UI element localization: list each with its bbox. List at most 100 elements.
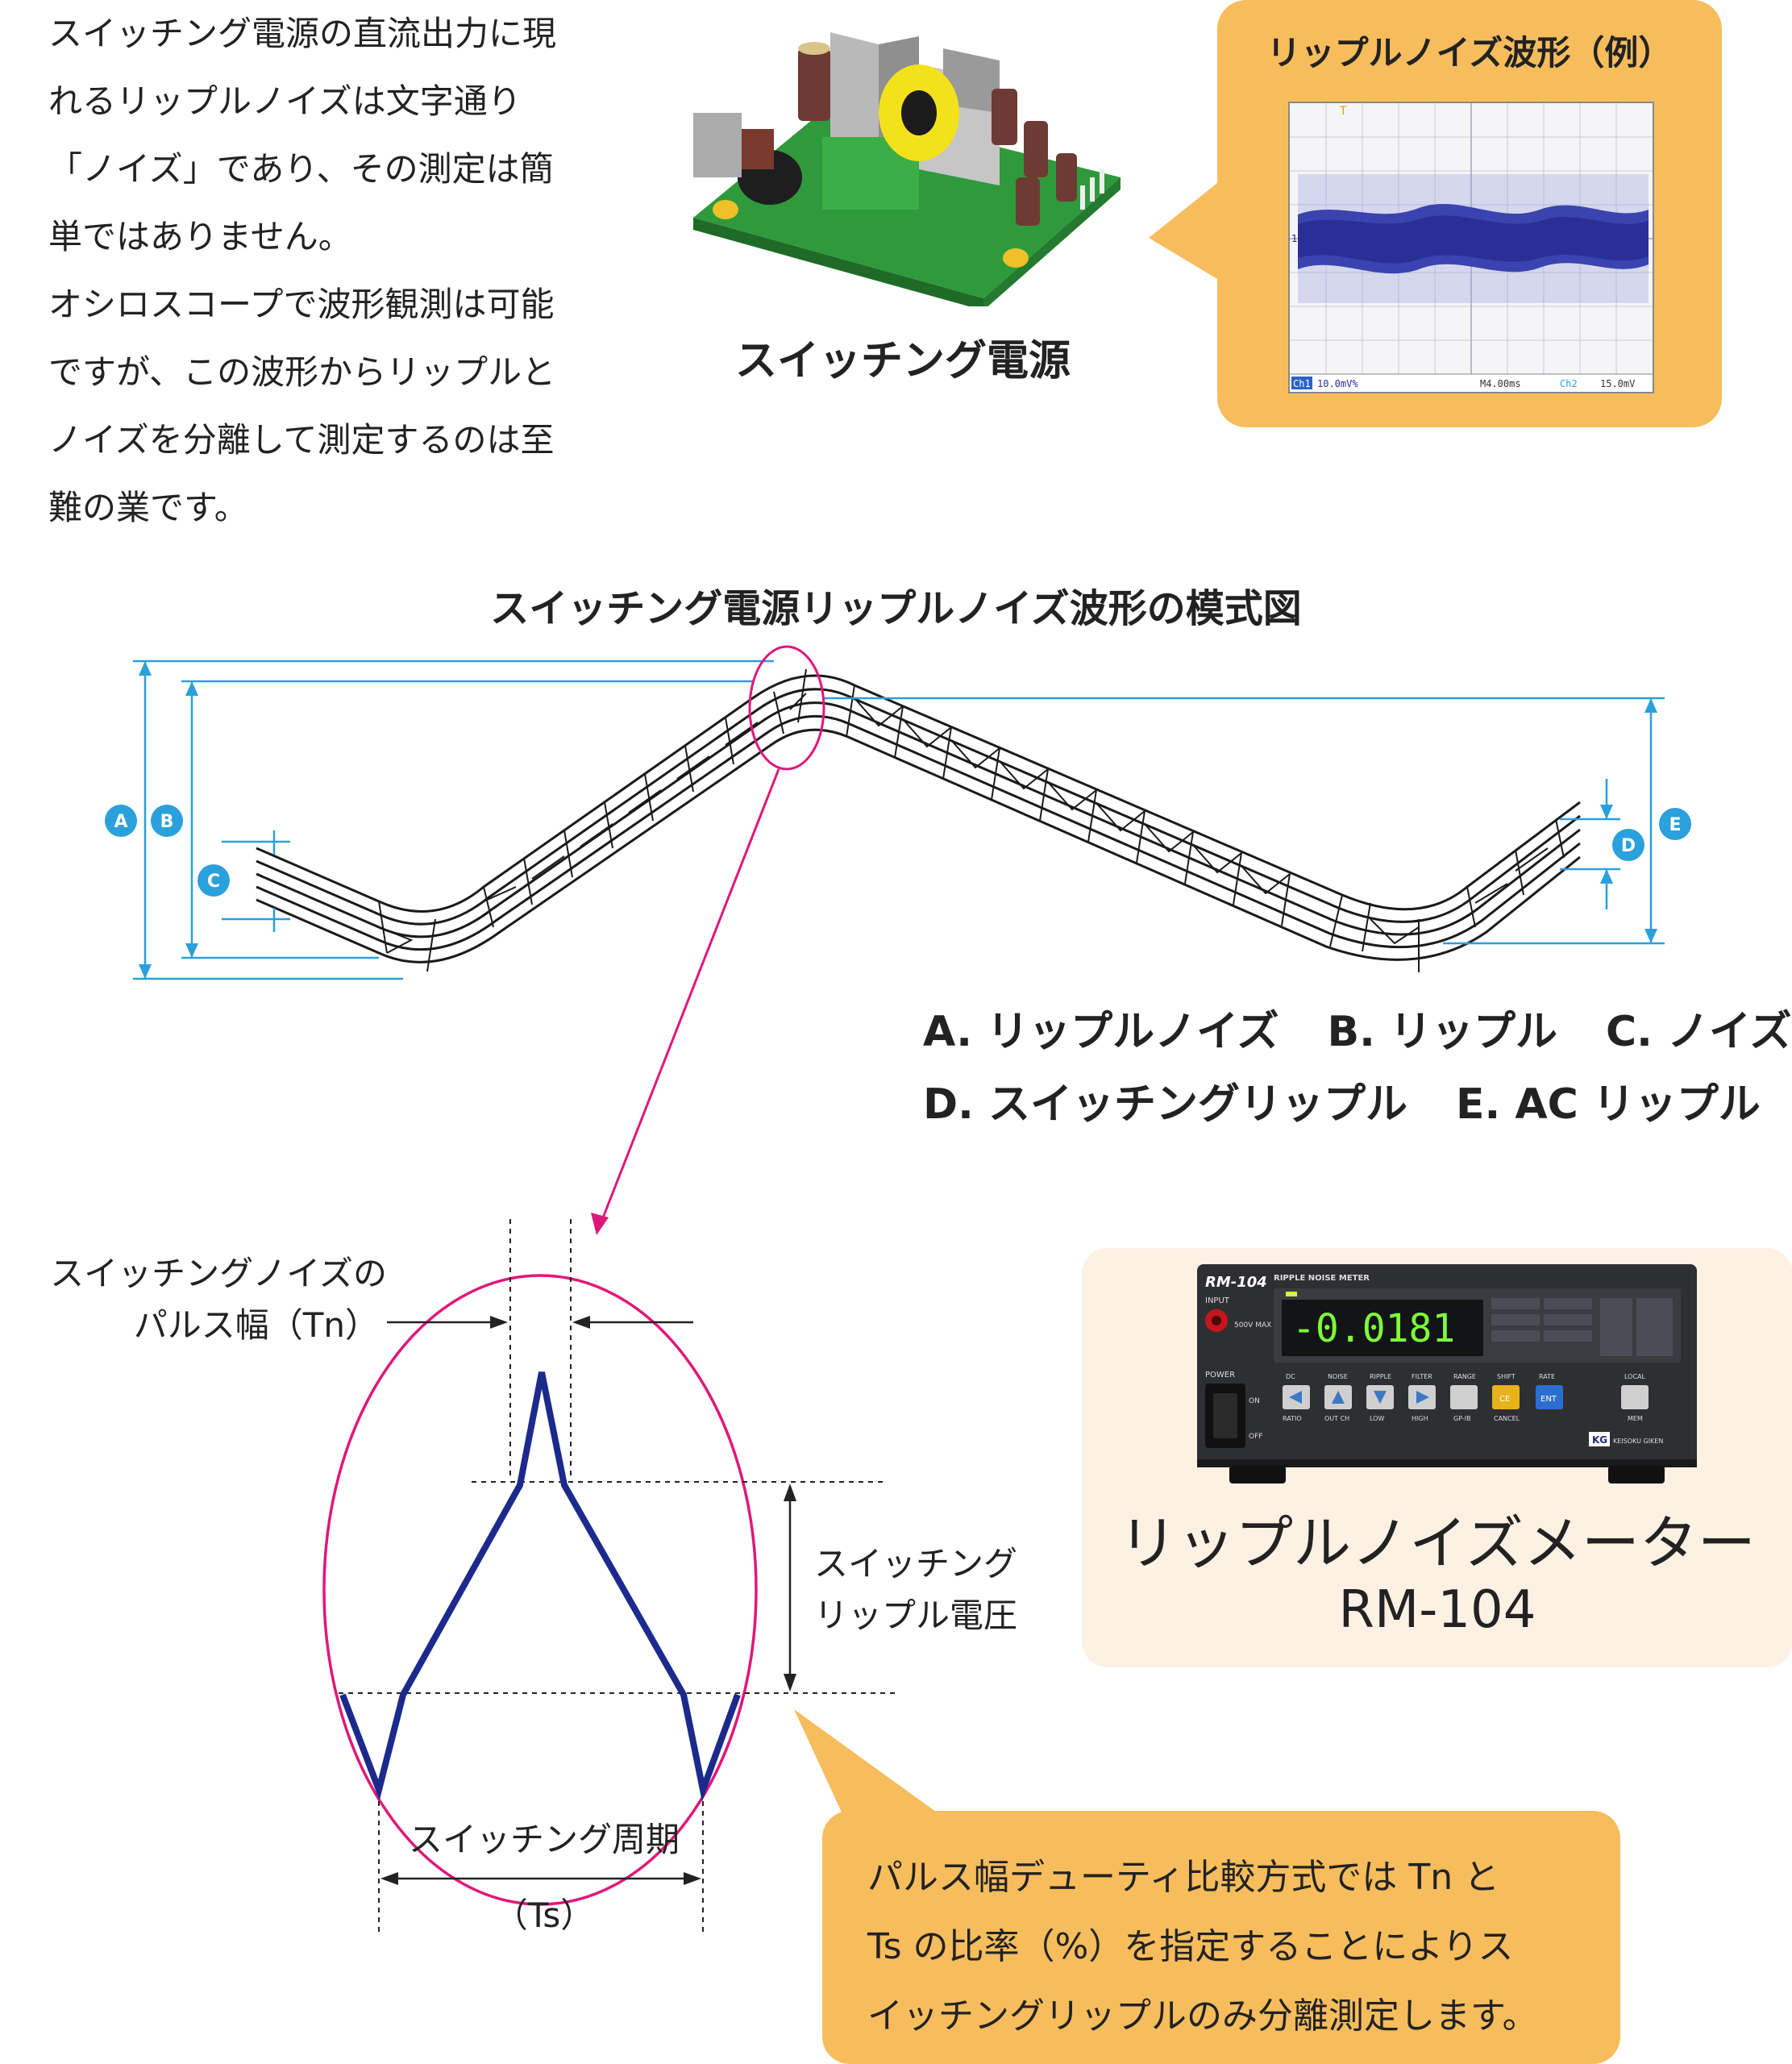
power-on-label: ON — [1249, 1397, 1260, 1405]
svg-text:B: B — [160, 812, 174, 832]
legend-item-d: D. スイッチングリップル — [923, 1080, 1408, 1129]
svg-text:D: D — [1621, 836, 1636, 856]
diagram-title: スイッチング電源リップルノイズ波形の模式図 — [490, 586, 1302, 631]
legend-row: A. リップルノイズ B. リップル C. ノイズ — [923, 996, 1791, 1068]
meter-max-label: 500V MAX — [1234, 1321, 1271, 1330]
left-arrow-icon — [1289, 1391, 1302, 1404]
svg-text:A: A — [114, 812, 127, 832]
key-ce[interactable] — [1492, 1385, 1520, 1409]
meter-model-badge: RM-104 — [1205, 1274, 1267, 1291]
switching-ripple-detail — [322, 768, 895, 1935]
key-local-label: LOCAL — [1624, 1373, 1646, 1380]
key-mem-label: MEM — [1628, 1415, 1643, 1422]
marker-b: B — [151, 805, 183, 837]
pulse-width-label: スイッチングノイズの パルス幅（Tn） — [0, 1248, 387, 1351]
key-range[interactable] — [1450, 1385, 1478, 1409]
pulse-width-label-line1: スイッチングノイズの — [50, 1254, 387, 1293]
down-arrow-icon — [1374, 1391, 1387, 1404]
legend-item-e: E. AC リップル — [1456, 1080, 1761, 1129]
oscilloscope-screen: T 1 Ch1 10.0mV% M4.00ms Ch2 15.0mV — [1288, 102, 1654, 393]
key-ripple-label: RIPPLE — [1370, 1373, 1391, 1380]
callout-pointer — [1149, 173, 1229, 286]
key-dc-label: DC — [1286, 1373, 1295, 1380]
key-filter-label: FILTER — [1412, 1373, 1432, 1380]
key-ent-text: ENT — [1540, 1395, 1557, 1404]
ripple-label-line2: リップル電圧 — [814, 1596, 1018, 1635]
meter-title: RIPPLE NOISE METER — [1274, 1274, 1370, 1283]
key-cancel-label: CANCEL — [1494, 1415, 1520, 1422]
summary-callout-pointer — [794, 1709, 939, 1814]
key-ratio-label: RATIO — [1283, 1415, 1302, 1422]
scope-scale: 10.0mV% — [1317, 378, 1358, 389]
intro-line: ですが、この波形からリップルと — [48, 352, 556, 392]
zoom-highlight-ellipse — [748, 645, 825, 771]
legend-item-b: B. リップル — [1327, 1008, 1558, 1056]
waveform-callout-title: リップルノイズ波形（例） — [1266, 33, 1673, 73]
key-shift-label: SHIFT — [1497, 1373, 1516, 1380]
legend-row: D. スイッチングリップル E. AC リップル — [923, 1068, 1791, 1141]
switching-power-supply-image — [693, 32, 1121, 306]
right-arrow-icon — [1416, 1391, 1429, 1404]
marker-c: C — [197, 864, 230, 897]
meter-model: RM-104 — [1338, 1580, 1536, 1640]
key-outch-label: OUT CH — [1324, 1415, 1349, 1422]
meter-input-label: INPUT — [1205, 1296, 1230, 1305]
key-rate-label: RATE — [1539, 1373, 1555, 1380]
ripple-noise-meter-image: RM-104 RIPPLE NOISE METER INPUT 500V MAX… — [1197, 1264, 1697, 1484]
legend-item-c: C. ノイズ — [1606, 1008, 1792, 1056]
summary-line: イッチングリップルのみ分離測定します。 — [867, 1995, 1538, 2037]
intro-line: 難の業です。 — [48, 488, 248, 527]
switching-period-symbol: （Ts） — [493, 1895, 595, 1935]
psu-caption: スイッチング電源 — [734, 337, 1071, 385]
up-arrow-icon — [1332, 1391, 1345, 1404]
legend-item-a: A. リップルノイズ — [923, 1008, 1279, 1056]
summary-text: パルス幅デューティ比較方式では Tn と Ts の比率（%）を指定することにより… — [867, 1843, 1593, 2051]
intro-line: スイッチング電源の直流出力に現 — [48, 14, 557, 53]
scope-trigger-level: 15.0mV — [1600, 378, 1635, 389]
ripple-label-line1: スイッチング — [814, 1544, 1018, 1583]
marker-e: E — [1659, 808, 1691, 840]
wave-hatch — [378, 668, 1565, 972]
key-local[interactable] — [1621, 1385, 1649, 1409]
svg-text:T: T — [1339, 105, 1347, 118]
scope-ch1-label: Ch1 — [1293, 378, 1311, 389]
marker-d: D — [1612, 829, 1644, 861]
meter-name: リップルノイズメーター — [1119, 1509, 1756, 1577]
intro-text: スイッチング電源の直流出力に現 れるリップルノイズは文字通り 「ノイズ」であり、… — [48, 0, 629, 542]
marker-a: A — [105, 805, 137, 837]
switching-waveform — [339, 1371, 741, 1802]
key-ce-text: CE — [1499, 1395, 1510, 1404]
svg-text:E: E — [1669, 815, 1681, 835]
ripple-noise-schematic: A B C D E — [105, 645, 1691, 980]
intro-line: 単ではありません。 — [48, 217, 352, 256]
key-high-label: HIGH — [1412, 1415, 1428, 1422]
svg-text:C: C — [207, 872, 220, 892]
summary-line: Ts の比率（%）を指定することによりス — [867, 1926, 1514, 1967]
switching-ripple-voltage-label: スイッチング リップル電圧 — [814, 1538, 1017, 1642]
dimension-arrowheads — [139, 661, 1657, 979]
diagram-legend: A. リップルノイズ B. リップル C. ノイズ D. スイッチングリップル E. … — [923, 996, 1791, 1141]
maker-logo: KG — [1592, 1434, 1607, 1446]
intro-line: オシロスコープで波形観測は可能 — [48, 285, 555, 324]
key-ent[interactable] — [1536, 1385, 1563, 1409]
intro-line: れるリップルノイズは文字通り — [48, 81, 522, 121]
dimension-lines — [133, 660, 1665, 980]
power-off-label: OFF — [1249, 1433, 1262, 1441]
intro-line: 「ノイズ」であり、その測定は簡 — [48, 149, 554, 189]
intro-line: ノイズを分離して測定するのは至 — [48, 420, 555, 460]
pulse-width-label-line2: パルス幅（Tn） — [133, 1305, 379, 1345]
wave-band — [256, 674, 1581, 963]
power-label: POWER — [1205, 1371, 1235, 1379]
switching-period-label: スイッチング周期 — [408, 1820, 680, 1859]
key-noise-label: NOISE — [1328, 1373, 1348, 1380]
scope-trigger-channel: Ch2 — [1560, 378, 1578, 389]
key-gpib-label: GP-IB — [1453, 1415, 1471, 1422]
scope-timebase: M4.00ms — [1480, 378, 1521, 389]
summary-line: パルス幅デューティ比較方式では Tn と — [867, 1857, 1500, 1898]
summary-callout — [822, 1811, 1620, 2064]
meter-reading: -0.0181 — [1292, 1306, 1455, 1351]
key-range-label: RANGE — [1453, 1373, 1476, 1380]
svg-text:1: 1 — [1291, 233, 1298, 244]
maker-name: KEISOKU GIKEN — [1613, 1438, 1663, 1445]
key-low-label: LOW — [1370, 1415, 1384, 1422]
